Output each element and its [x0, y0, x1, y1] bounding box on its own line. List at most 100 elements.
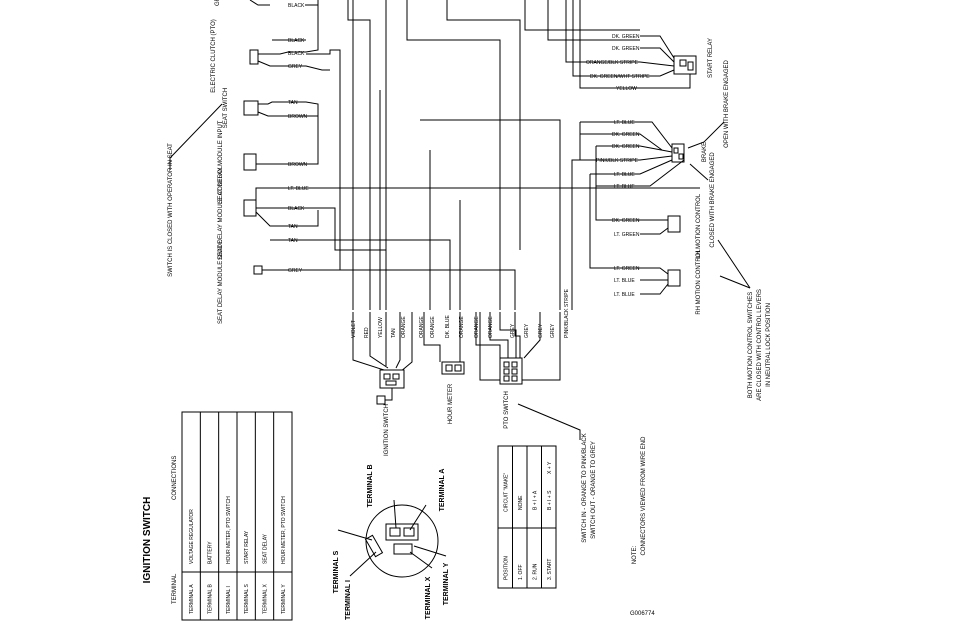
electric-clutch-label: ELECTRIC CLUTCH (PTO): [211, 19, 217, 93]
pto-pin-3: [503, 368, 510, 375]
brake-pin-1: [673, 147, 679, 154]
rh-wire-3: [640, 283, 669, 295]
terminal-i-leader: [349, 551, 377, 577]
relay-label-2: ORANGE/BLK STRIPE: [586, 60, 639, 66]
ign-wire-1: [352, 312, 385, 371]
ignition-table-connection-cell: HOUR METER, PTO SWITCH: [281, 496, 287, 564]
seat-switch-note: SWITCH IS CLOSED WITH OPERATOR IN SEAT: [168, 103, 223, 277]
ign-connector-small: [376, 395, 386, 405]
rh-label-0: LT. GREEN: [614, 266, 640, 272]
relay-wire-5: [640, 74, 691, 89]
rh-wire-1: [640, 267, 669, 275]
lh-connector: [667, 215, 681, 233]
terminal-b-label: TERMINAL B: [367, 464, 374, 507]
seat-delay-tan-wire: [255, 210, 319, 227]
terminal-y-leader: [413, 545, 447, 557]
ignition-table-connection-cell: VOLTAGE REGULATOR: [189, 509, 195, 564]
terminal-b-slot: [389, 527, 401, 537]
dkgreen-lh: [595, 146, 640, 221]
relay-yellow-trunk: [420, 119, 561, 310]
position-table-circuit-cell: NONE: [518, 495, 524, 510]
bottom-wire-label: ORANGE: [488, 316, 494, 338]
ignition-table-terminal-cell: TERMINAL I: [226, 586, 232, 614]
brake-pin-2: [678, 153, 684, 160]
pto-note-leader: [517, 403, 581, 440]
wire-red-trunk: [347, 0, 371, 310]
start-relay-pin-2: [687, 61, 694, 71]
terminal-x-leader: [409, 551, 433, 569]
seat-delay-ltblue-wire: [255, 187, 700, 202]
wire-label-brown-2: BROWN: [288, 162, 308, 168]
relay-label-0: DK. GREEN: [612, 34, 640, 40]
relay-wire-3: [639, 61, 675, 67]
electric-clutch: ELECTRIC CLUTCH (PTO) BLACK BLACK GREY: [211, 0, 330, 93]
clutch-black-wire: [258, 0, 319, 55]
position-table-extra-cell: X + Y: [547, 461, 553, 474]
wire-label-tan-3: TAN: [288, 238, 298, 244]
bottom-wire-label: ORANGE: [474, 316, 480, 338]
bottom-wire-label: GREY: [524, 323, 530, 338]
brake-switch: BRAKE CLOSED WITH BRAKE ENGAGED LT. BLUE…: [572, 120, 716, 248]
seat-delay-module-control-label: SEAT DELAY MODULE CONTROL: [218, 165, 224, 260]
motion-note-line3: IN NEUTRAL LOCK POSITION: [766, 303, 772, 387]
pto-pin-2: [511, 361, 518, 368]
brake-wire-3: [596, 145, 673, 153]
seat-delay-module-control: SEAT DELAY MODULE CONTROL LT. BLUE BLACK…: [218, 165, 700, 260]
motion-leader-1: [717, 239, 751, 289]
bottom-wire-label: RED: [364, 327, 370, 338]
pto-wire-3: [499, 312, 517, 358]
bottom-wire-label: VIOLET: [351, 320, 357, 338]
wire-label-grey-2: GREY: [288, 268, 303, 274]
position-table-header-circuit: CIRCUIT "MAKE": [503, 472, 509, 512]
relay-label-1: DK. GREEN: [612, 46, 640, 52]
seat-delay-input-connector: [243, 153, 257, 171]
brake-label-3: PINK/BLK STRIPE: [596, 158, 639, 164]
brake-wire-6: [596, 159, 685, 187]
relay-label-4: YELLOW: [616, 86, 637, 92]
diode-grey-wire: [262, 269, 516, 310]
trunk-right-5: [579, 0, 640, 89]
pto-switch: PTO SWITCH: [475, 312, 581, 440]
top-black-wire: [305, 0, 319, 6]
start-relay-label: START RELAY: [708, 38, 714, 78]
wire-label-ltblue: LT. BLUE: [288, 186, 309, 192]
rh-motion-control: RH MOTION CONTROL LT. GREEN LT. BLUE LT.…: [614, 249, 702, 315]
ignition-table-header-connections: CONNECTIONS: [172, 456, 178, 500]
seat-delay-module-input-label: SEAT DELAY MODULE INPUT: [218, 120, 224, 203]
seat-switch: SEAT SWITCH TAN BROWN: [223, 88, 319, 165]
hour-meter-label: HOUR METER: [448, 383, 454, 424]
wire-label-black-3: BLACK: [288, 206, 305, 212]
trunk-right-2: [547, 0, 640, 41]
pto-note-line2: SWITCH OUT - ORANGE TO GREY: [591, 441, 597, 539]
seat-delay-module-diode: SEAT DELAY MODULE DIODE GREY: [218, 240, 516, 324]
bottom-wire-label: GREY: [550, 323, 556, 338]
rh-label-2: LT. BLUE: [614, 292, 635, 298]
terminal-a-slot: [403, 527, 415, 537]
trunk-right-3: [565, 0, 640, 63]
start-relay-pin-1: [679, 59, 687, 67]
brake-closed-leader: [689, 163, 709, 181]
seat-note-leader: [169, 103, 223, 170]
motion-note: BOTH MOTION CONTROL SWITCHES ARE CLOSED …: [717, 239, 772, 401]
motion-note-line1: BOTH MOTION CONTROL SWITCHES: [748, 292, 754, 398]
brake-label-4: LT. BLUE: [614, 172, 635, 178]
bottom-wire-label: GREY: [510, 323, 516, 338]
wire-label-black-1: BLACK: [288, 38, 305, 44]
position-table-circuit-cell: B + I + A: [532, 490, 538, 510]
pto-wire-5: [523, 312, 541, 359]
relay-wire-4: [640, 69, 675, 77]
motion-note-line2: ARE CLOSED WITH CONTROL LEVERS: [757, 289, 763, 401]
electric-clutch-connector: [249, 49, 259, 65]
rh-connector: [667, 269, 681, 287]
seat-switch-tan-wire: [258, 101, 319, 165]
pto-wire-2: [489, 312, 509, 358]
bottom-wire-label: GREY: [538, 323, 544, 338]
terminal-i-label: TERMINAL I: [345, 580, 352, 620]
terminal-a-leader: [409, 504, 427, 531]
terminal-s-label: TERMINAL S: [333, 550, 340, 593]
terminal-b-leader: [393, 499, 397, 529]
wire-label-black-top: BLACK: [288, 3, 305, 9]
